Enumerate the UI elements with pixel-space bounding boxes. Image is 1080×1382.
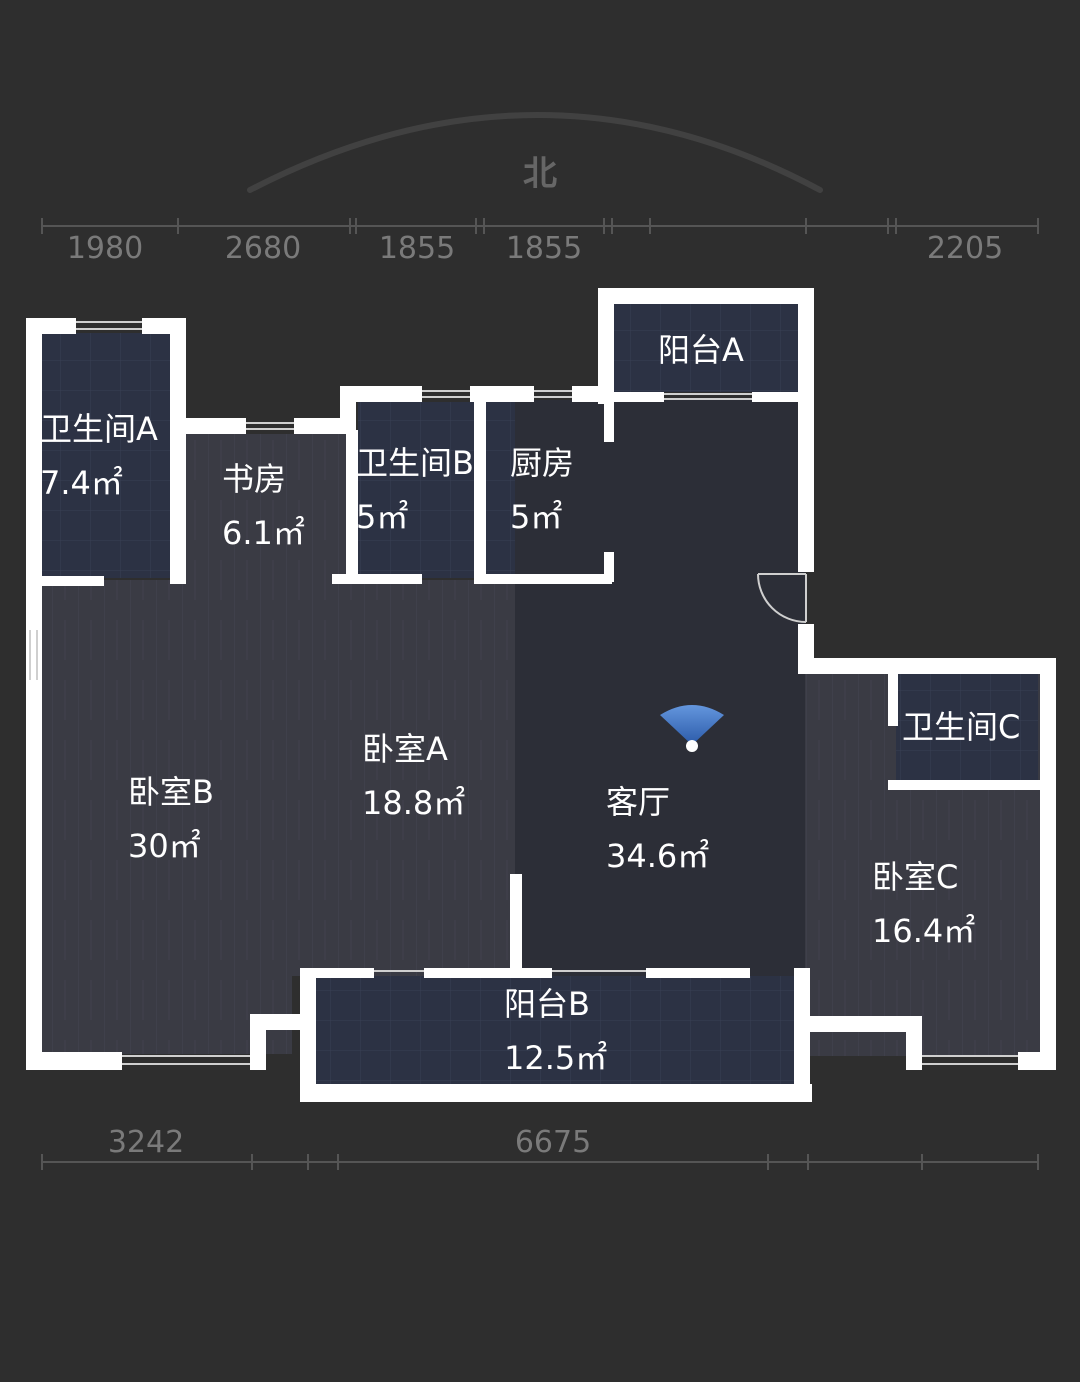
- floor-bedroom-b: [42, 580, 292, 1054]
- dim-top-2: 2680: [225, 231, 301, 266]
- room-area-bedroom-a: 18.8㎡: [362, 784, 465, 822]
- room-name-bedroom-a: 卧室A: [362, 730, 448, 768]
- room-area-study: 6.1㎡: [222, 514, 305, 552]
- room-name-bath-b: 卫生间B: [356, 444, 474, 482]
- room-area-bedroom-b: 30㎡: [128, 827, 201, 865]
- room-name-bath-c: 卫生间C: [902, 708, 1020, 746]
- dim-bottom-1: 3242: [108, 1125, 184, 1160]
- room-area-living: 34.6㎡: [606, 837, 709, 875]
- floor-bath-c: [896, 674, 1038, 780]
- dim-bottom-2: 6675: [515, 1125, 591, 1160]
- room-area-bath-b: 5㎡: [356, 498, 408, 536]
- floor-balcony-b: [316, 976, 796, 1084]
- top-dimension-line: [41, 218, 1039, 234]
- room-name-bath-a: 卫生间A: [40, 410, 158, 448]
- dim-top-3: 1855: [379, 231, 455, 266]
- room-labels: 卫生间A 7.4㎡ 书房 6.1㎡ 卫生间B 5㎡ 厨房 5㎡ 阳台A 卧室A …: [40, 331, 1020, 1077]
- bottom-dimension-labels: 3242 6675: [108, 1125, 591, 1160]
- room-name-bedroom-c: 卧室C: [872, 858, 958, 896]
- room-area-bath-a: 7.4㎡: [40, 464, 123, 502]
- room-area-balcony-b: 12.5㎡: [504, 1039, 607, 1077]
- dim-top-4: 1855: [506, 231, 582, 266]
- floor-bedroom-a: [290, 580, 515, 976]
- floor-bath-a: [42, 333, 170, 578]
- bottom-dimension-line: [41, 1154, 1039, 1170]
- floors: [42, 304, 1041, 1084]
- room-area-bedroom-c: 16.4㎡: [872, 912, 975, 950]
- floor-study: [178, 434, 350, 580]
- floor-living: [515, 400, 805, 976]
- room-name-living: 客厅: [606, 783, 670, 821]
- room-name-balcony-b: 阳台B: [504, 985, 590, 1023]
- room-name-study: 书房: [222, 460, 286, 498]
- view-marker-icon: [660, 705, 724, 752]
- room-name-balcony-a: 阳台A: [658, 331, 744, 369]
- floor-balcony-a: [614, 304, 798, 392]
- windows: [29, 321, 1018, 1065]
- top-dimension-labels: 1980 2680 1855 1855 2205: [67, 231, 1003, 266]
- room-area-kitchen: 5㎡: [510, 498, 562, 536]
- walls: [26, 288, 1056, 1102]
- dim-top-5: 2205: [927, 231, 1003, 266]
- door-swing: [757, 573, 807, 623]
- compass-arc: [247, 112, 823, 193]
- room-name-bedroom-b: 卧室B: [128, 773, 214, 811]
- floor-bath-b: [358, 402, 476, 578]
- room-name-kitchen: 厨房: [510, 444, 574, 482]
- compass-north-label: 北: [523, 154, 557, 194]
- dim-top-1: 1980: [67, 231, 143, 266]
